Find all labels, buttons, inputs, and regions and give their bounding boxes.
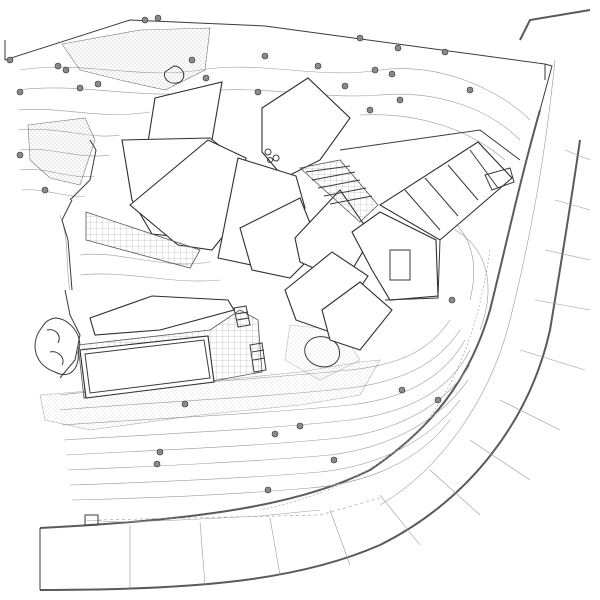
- rock-outcrops: [34, 65, 340, 375]
- planting-areas: [27, 27, 381, 431]
- fixtures: [264, 148, 280, 163]
- access-road: [39, 9, 591, 591]
- slope-edge: [259, 249, 491, 511]
- swimming-pool: [79, 335, 215, 399]
- retaining-walls: [59, 129, 521, 526]
- roof-northwest: [147, 81, 223, 143]
- building-roofs: [89, 77, 439, 351]
- east-wing: [378, 141, 515, 301]
- terrace-upper: [85, 211, 201, 269]
- roof-north-central: [261, 77, 351, 179]
- property-boundary: [4, 19, 553, 111]
- stair-landing: [299, 159, 379, 223]
- trees: [6, 14, 474, 494]
- roof-east-annex: [321, 281, 393, 351]
